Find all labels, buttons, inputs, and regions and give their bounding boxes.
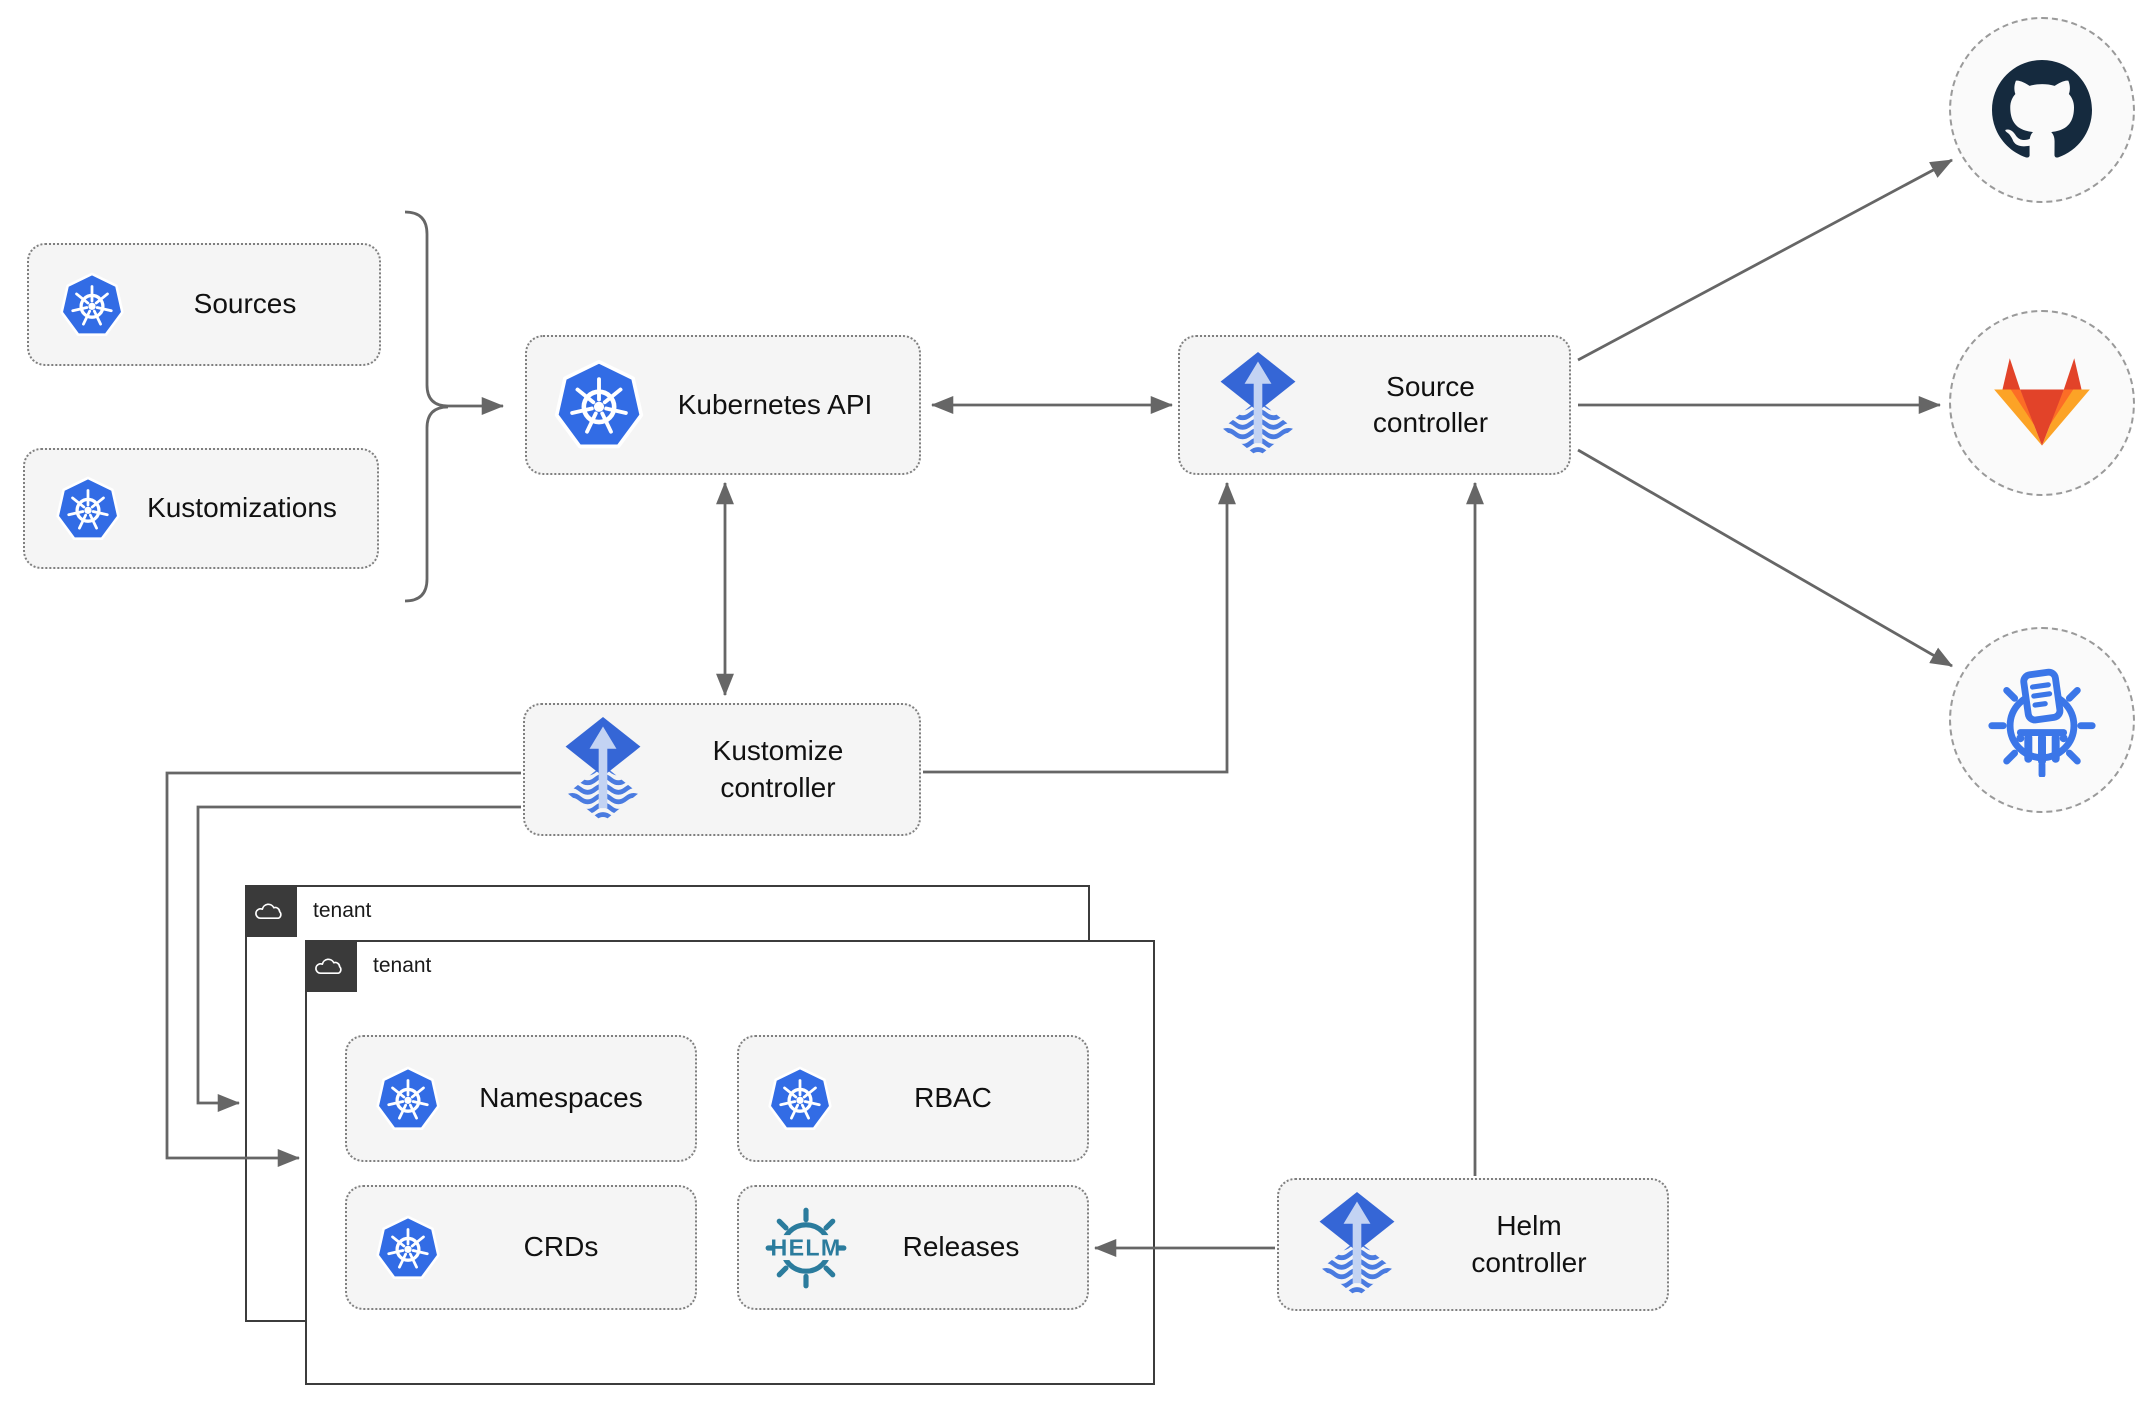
edge-source-to-github bbox=[1577, 158, 1953, 362]
helm-controller-label: Helm controller bbox=[1405, 1208, 1667, 1281]
gitlab-icon bbox=[1990, 356, 2094, 450]
tenant-back-label: tenant bbox=[313, 899, 372, 922]
edge-source-to-helm-repository bbox=[1577, 448, 1953, 668]
edge-kustomize-to-source bbox=[923, 481, 1236, 774]
kustomizations-label: Kustomizations bbox=[147, 492, 337, 524]
kustomize-controller-label: Kustomize controller bbox=[651, 733, 919, 806]
github-icon bbox=[1992, 60, 2092, 160]
tenant-front-header: tenant bbox=[305, 940, 431, 992]
tenant-front-header-square bbox=[305, 940, 357, 992]
source-controller-line1: Source bbox=[1386, 370, 1475, 402]
sources-node: Sources bbox=[27, 243, 381, 366]
namespaces-label: Namespaces bbox=[479, 1082, 643, 1114]
tenant-back-header: tenant bbox=[245, 885, 371, 937]
crds-label: CRDs bbox=[523, 1231, 599, 1263]
releases-node: Releases bbox=[737, 1185, 1089, 1310]
source-controller-label: Source controller bbox=[1306, 369, 1569, 442]
crds-node: CRDs bbox=[345, 1185, 697, 1310]
kubernetes-icon bbox=[375, 1215, 441, 1281]
cloud-icon bbox=[313, 953, 349, 979]
helm-icon bbox=[763, 1205, 849, 1291]
namespaces-node: Namespaces bbox=[345, 1035, 697, 1162]
flux-icon bbox=[1309, 1192, 1405, 1298]
edge-bracket-group-to-api bbox=[404, 210, 505, 415]
kubernetes-api-label: Kubernetes API bbox=[677, 388, 873, 420]
tenant-box-front bbox=[305, 940, 1155, 1385]
rbac-label: RBAC bbox=[914, 1082, 992, 1114]
kubernetes-icon bbox=[59, 272, 125, 338]
tenant-back-header-square bbox=[245, 885, 297, 937]
helm-controller-node: Helm controller bbox=[1277, 1178, 1669, 1311]
source-controller-node: Source controller bbox=[1178, 335, 1571, 475]
kustomize-controller-line1: Kustomize bbox=[712, 735, 844, 767]
helm-controller-line2: controller bbox=[1471, 1246, 1587, 1278]
kubernetes-icon bbox=[375, 1066, 441, 1132]
rbac-node: RBAC bbox=[737, 1035, 1089, 1162]
kustomizations-node: Kustomizations bbox=[23, 448, 379, 569]
flux-icon bbox=[555, 717, 651, 823]
chartmuseum-icon bbox=[1985, 663, 2099, 777]
kubernetes-icon bbox=[55, 476, 121, 542]
gitlab-circle bbox=[1949, 310, 2135, 496]
releases-label: Releases bbox=[902, 1231, 1020, 1263]
kustomize-controller-node: Kustomize controller bbox=[523, 703, 921, 836]
github-circle bbox=[1949, 17, 2135, 203]
edge-bracket-bottom bbox=[404, 405, 449, 603]
sources-label: Sources bbox=[193, 288, 297, 320]
kubernetes-api-node: Kubernetes API bbox=[525, 335, 921, 475]
source-controller-line2: controller bbox=[1372, 407, 1489, 438]
cloud-icon bbox=[253, 898, 289, 924]
kubernetes-icon bbox=[767, 1066, 833, 1132]
kustomize-controller-line2: controller bbox=[720, 771, 836, 803]
kubernetes-icon bbox=[553, 359, 645, 451]
flux-icon bbox=[1210, 352, 1306, 458]
tenant-front-label: tenant bbox=[373, 954, 432, 977]
helm-repository-circle bbox=[1949, 627, 2135, 813]
helm-controller-line1: Helm bbox=[1496, 1210, 1562, 1242]
